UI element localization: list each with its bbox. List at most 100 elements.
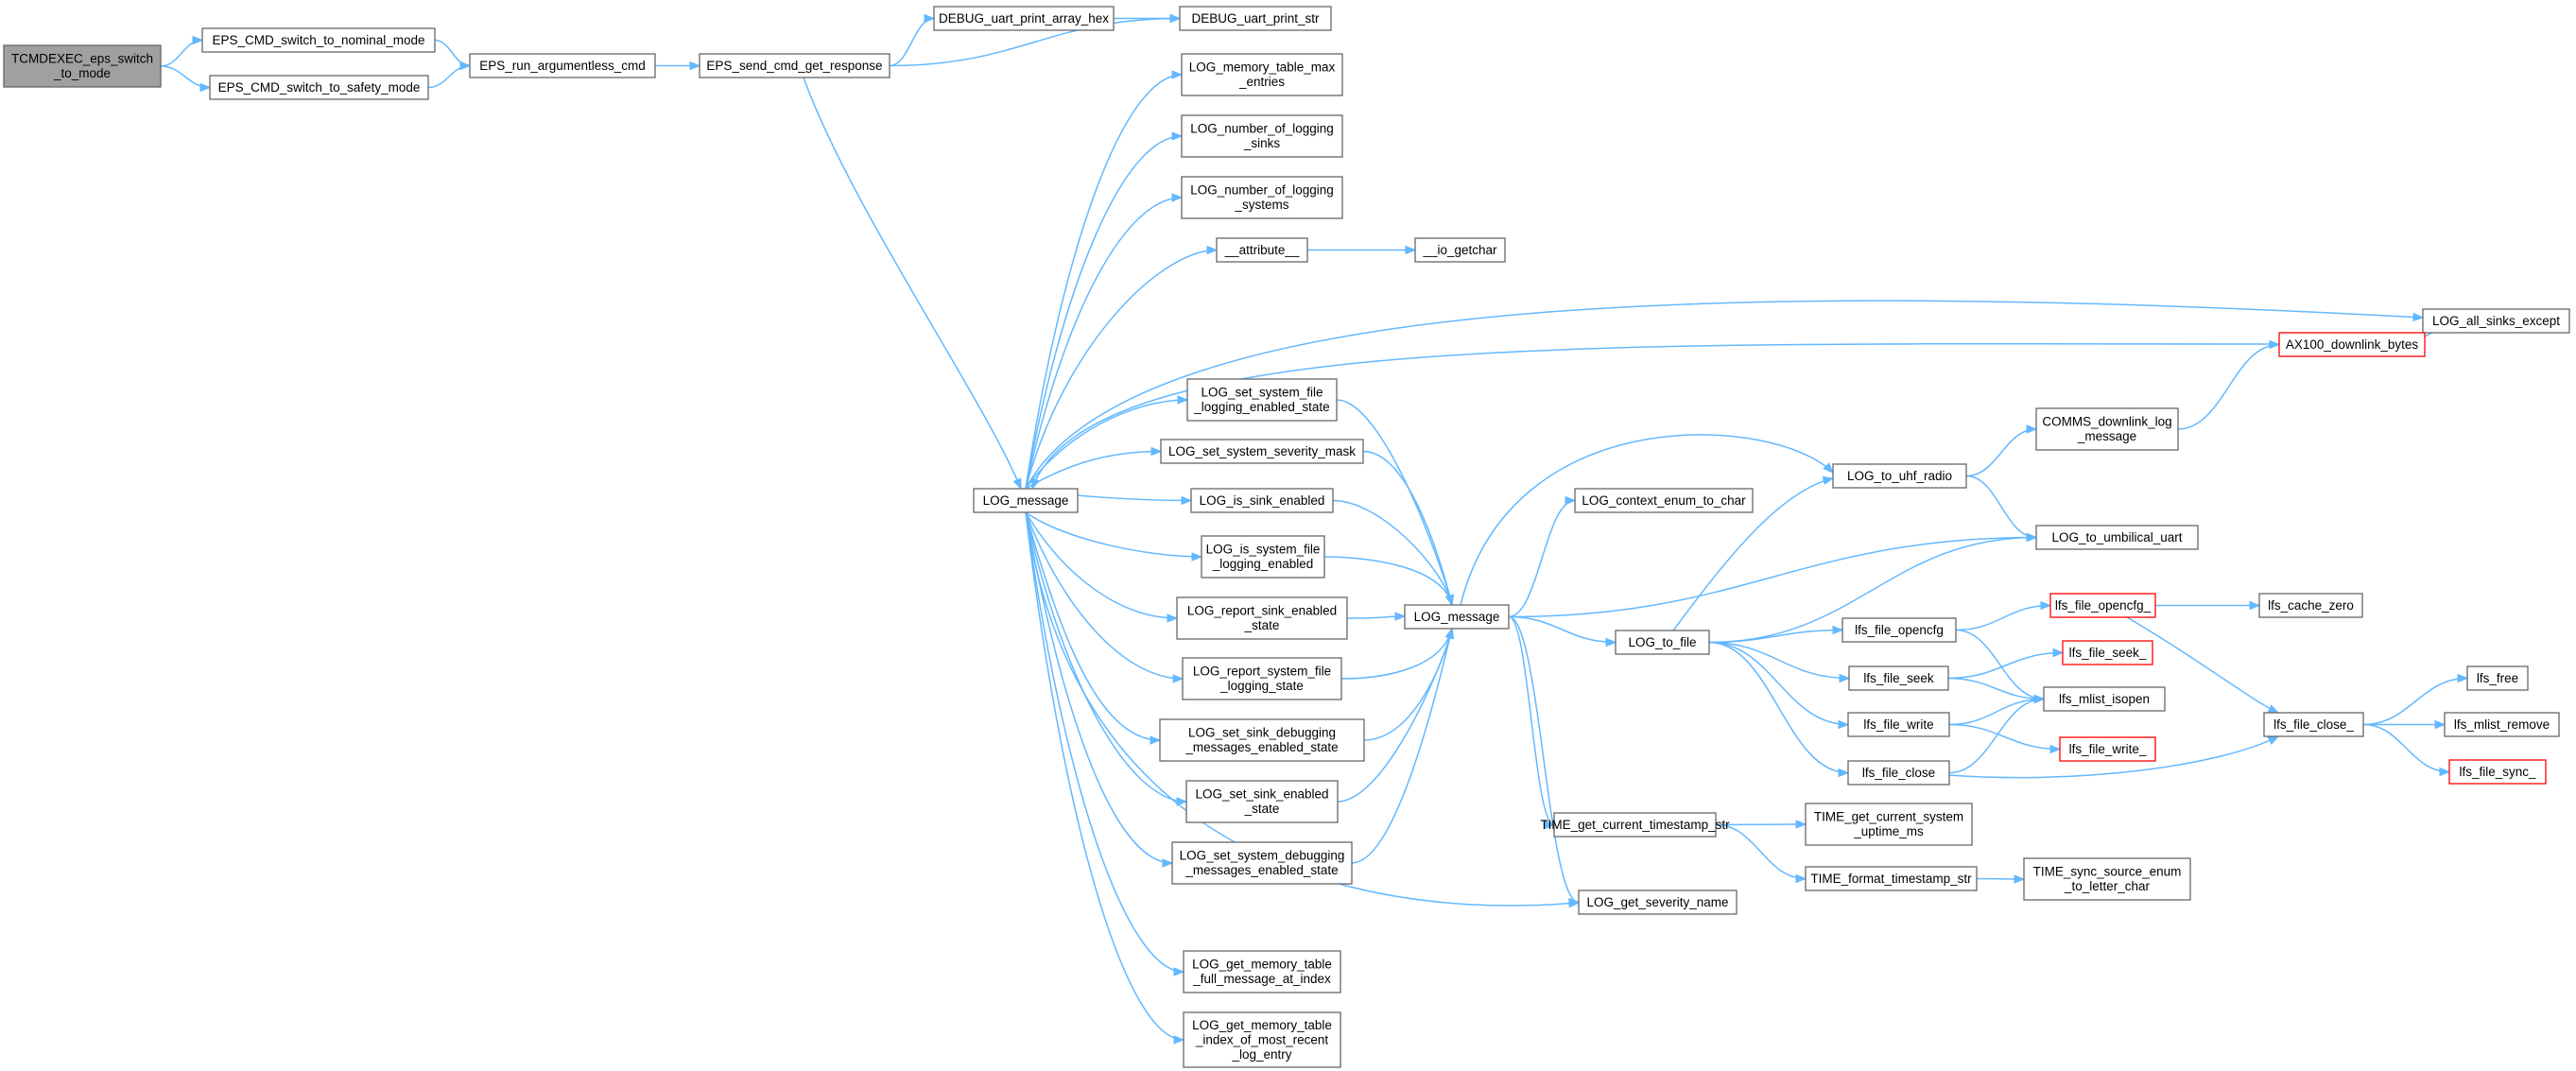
node-runarg[interactable]: EPS_run_argumentless_cmd [469, 53, 656, 78]
node-cachezero[interactable]: lfs_cache_zero [2258, 593, 2363, 618]
node-setsev[interactable]: LOG_set_system_severity_mask [1160, 439, 1364, 464]
node-opencfg[interactable]: lfs_file_opencfg [1841, 617, 1957, 643]
node-numsys[interactable]: LOG_number_of_logging_systems [1181, 176, 1343, 219]
node-label: lfs_file_sync_ [2459, 765, 2536, 779]
node-safety[interactable]: EPS_CMD_switch_to_safety_mode [209, 75, 429, 100]
node-box [1185, 780, 1339, 823]
node-fwrite[interactable]: lfs_file_write [1847, 712, 1950, 737]
edge-logmsg1-to-getrecent [1025, 511, 1184, 1041]
node-box [1404, 604, 1510, 630]
node-label: _state [1244, 802, 1280, 816]
edge-setsysfile-to-logmsg2 [1336, 399, 1453, 606]
arrowhead [2457, 673, 2469, 683]
node-fclose_[interactable]: lfs_file_close_ [2263, 712, 2364, 737]
edge-fseek-to-fseek_ [1947, 651, 2064, 680]
arrowhead [192, 35, 204, 45]
node-dbghex[interactable]: DEBUG_uart_print_array_hex [933, 6, 1115, 31]
arrowhead [2033, 694, 2046, 704]
node-setsysfile[interactable]: LOG_set_system_file_logging_enabled_stat… [1186, 378, 1338, 422]
node-label: LOG_set_system_severity_mask [1168, 444, 1356, 458]
node-setsysdbg[interactable]: LOG_set_system_debugging_messages_enable… [1171, 841, 1353, 885]
node-lfsfree[interactable]: lfs_free [2466, 665, 2529, 691]
node-box [1186, 378, 1338, 422]
node-mlrem[interactable]: lfs_mlist_remove [2444, 712, 2560, 737]
node-box [1181, 114, 1343, 158]
node-repsysfile[interactable]: LOG_report_system_file_logging_state [1182, 657, 1342, 700]
node-label: _to_mode [53, 66, 111, 80]
node-issysfile[interactable]: LOG_is_system_file_logging_enabled [1201, 535, 1325, 579]
node-toumb[interactable]: LOG_to_umbilical_uart [2035, 525, 2199, 550]
node-box [2448, 759, 2547, 785]
node-opencfg_[interactable]: lfs_file_opencfg_ [2049, 593, 2156, 618]
node-fseek[interactable]: lfs_file_seek [1848, 665, 1949, 691]
node-getchar[interactable]: __io_getchar [1414, 237, 1506, 263]
edge-opencfg-to-opencfg_ [1955, 604, 2051, 631]
node-logmsg1[interactable]: LOG_message [973, 488, 1079, 513]
node-allsinks[interactable]: LOG_all_sinks_except [2422, 308, 2570, 334]
node-label: lfs_file_opencfg_ [2055, 598, 2152, 613]
node-setsinkdbg[interactable]: LOG_set_sink_debugging_messages_enabled_… [1159, 718, 1365, 762]
arrowhead [2026, 532, 2038, 543]
node-gettsstr[interactable]: TIME_get_current_timestamp_str [1540, 812, 1730, 838]
node-isopen[interactable]: lfs_mlist_isopen [2043, 686, 2166, 712]
node-dbgstr[interactable]: DEBUG_uart_print_str [1179, 6, 1332, 31]
node-numsinks[interactable]: LOG_number_of_logging_sinks [1181, 114, 1343, 158]
node-uptime[interactable]: TIME_get_current_system_uptime_ms [1805, 803, 1973, 846]
node-box [1574, 488, 1754, 513]
node-label: EPS_run_argumentless_cmd [479, 59, 646, 73]
node-touhf[interactable]: LOG_to_uhf_radio [1832, 463, 1967, 489]
node-repsink[interactable]: LOG_report_sink_enabled_state [1176, 596, 1348, 640]
node-box [1553, 812, 1717, 838]
node-label: lfs_file_opencfg [1855, 623, 1944, 637]
node-ctxenum[interactable]: LOG_context_enum_to_char [1574, 488, 1754, 513]
node-box [1847, 712, 1950, 737]
edge-fclose_-to-lfsfree [2362, 677, 2468, 726]
node-nominal[interactable]: EPS_CMD_switch_to_nominal_mode [201, 27, 436, 53]
node-fsync_[interactable]: lfs_file_sync_ [2448, 759, 2547, 785]
node-label: _logging_enabled [1212, 557, 1314, 571]
node-box [2035, 525, 2199, 550]
edge-logmsg1-to-getfull [1025, 511, 1184, 973]
arrowhead [2040, 600, 2052, 611]
node-attr[interactable]: __attribute__ [1216, 237, 1308, 263]
node-label: LOG_memory_table_max [1189, 60, 1336, 75]
node-box [1805, 866, 1978, 891]
node-tcmd[interactable]: TCMDEXEC_eps_switch_to_mode [3, 44, 162, 88]
node-fwrite_[interactable]: lfs_file_write_ [2059, 736, 2156, 762]
edge-logmsg2-to-ctxenum [1508, 499, 1576, 618]
node-box [1615, 630, 1710, 655]
arrowhead [1181, 495, 1193, 506]
node-getfull[interactable]: LOG_get_memory_table_full_message_at_ind… [1183, 950, 1341, 993]
node-syncsrc[interactable]: TIME_sync_source_enum_to_letter_char [2023, 857, 2191, 901]
arrowhead [1795, 820, 1807, 829]
node-sendcmd[interactable]: EPS_send_cmd_get_response [699, 53, 890, 78]
node-label: COMMS_downlink_log [2042, 415, 2171, 429]
node-box [3, 44, 162, 88]
node-setsinken[interactable]: LOG_set_sink_enabled_state [1185, 780, 1339, 823]
node-box [1179, 6, 1332, 31]
node-memmax[interactable]: LOG_memory_table_max_entries [1181, 53, 1343, 96]
arrowhead [1162, 858, 1174, 868]
node-ax100[interactable]: AX100_downlink_bytes [2278, 332, 2426, 357]
node-sevname[interactable]: LOG_get_severity_name [1578, 890, 1738, 915]
node-fclose[interactable]: lfs_file_close [1847, 760, 1950, 786]
node-label: _systems [1234, 198, 1288, 212]
node-tofile[interactable]: LOG_to_file [1615, 630, 1710, 655]
node-logmsg2[interactable]: LOG_message [1404, 604, 1510, 630]
arrowhead [2049, 744, 2062, 754]
node-box [1183, 950, 1341, 993]
edge-fwrite-to-isopen [1948, 698, 2045, 726]
node-commsdl[interactable]: COMMS_downlink_log_message [2035, 407, 2179, 451]
node-box [1848, 665, 1949, 691]
node-fmtts[interactable]: TIME_format_timestamp_str [1805, 866, 1978, 891]
arrowhead [1823, 462, 1834, 474]
arrowhead [1150, 446, 1163, 457]
node-issink[interactable]: LOG_is_sink_enabled [1190, 488, 1334, 513]
node-label: __io_getchar [1422, 243, 1497, 257]
node-fseek_[interactable]: lfs_file_seek_ [2062, 640, 2153, 665]
node-label: _logging_enabled_state [1193, 400, 1329, 414]
node-getrecent[interactable]: LOG_get_memory_table_index_of_most_recen… [1183, 1011, 1341, 1068]
node-label: _to_letter_char [2064, 879, 2151, 893]
node-box [1183, 1011, 1341, 1068]
node-label: LOG_get_memory_table [1192, 958, 1332, 972]
